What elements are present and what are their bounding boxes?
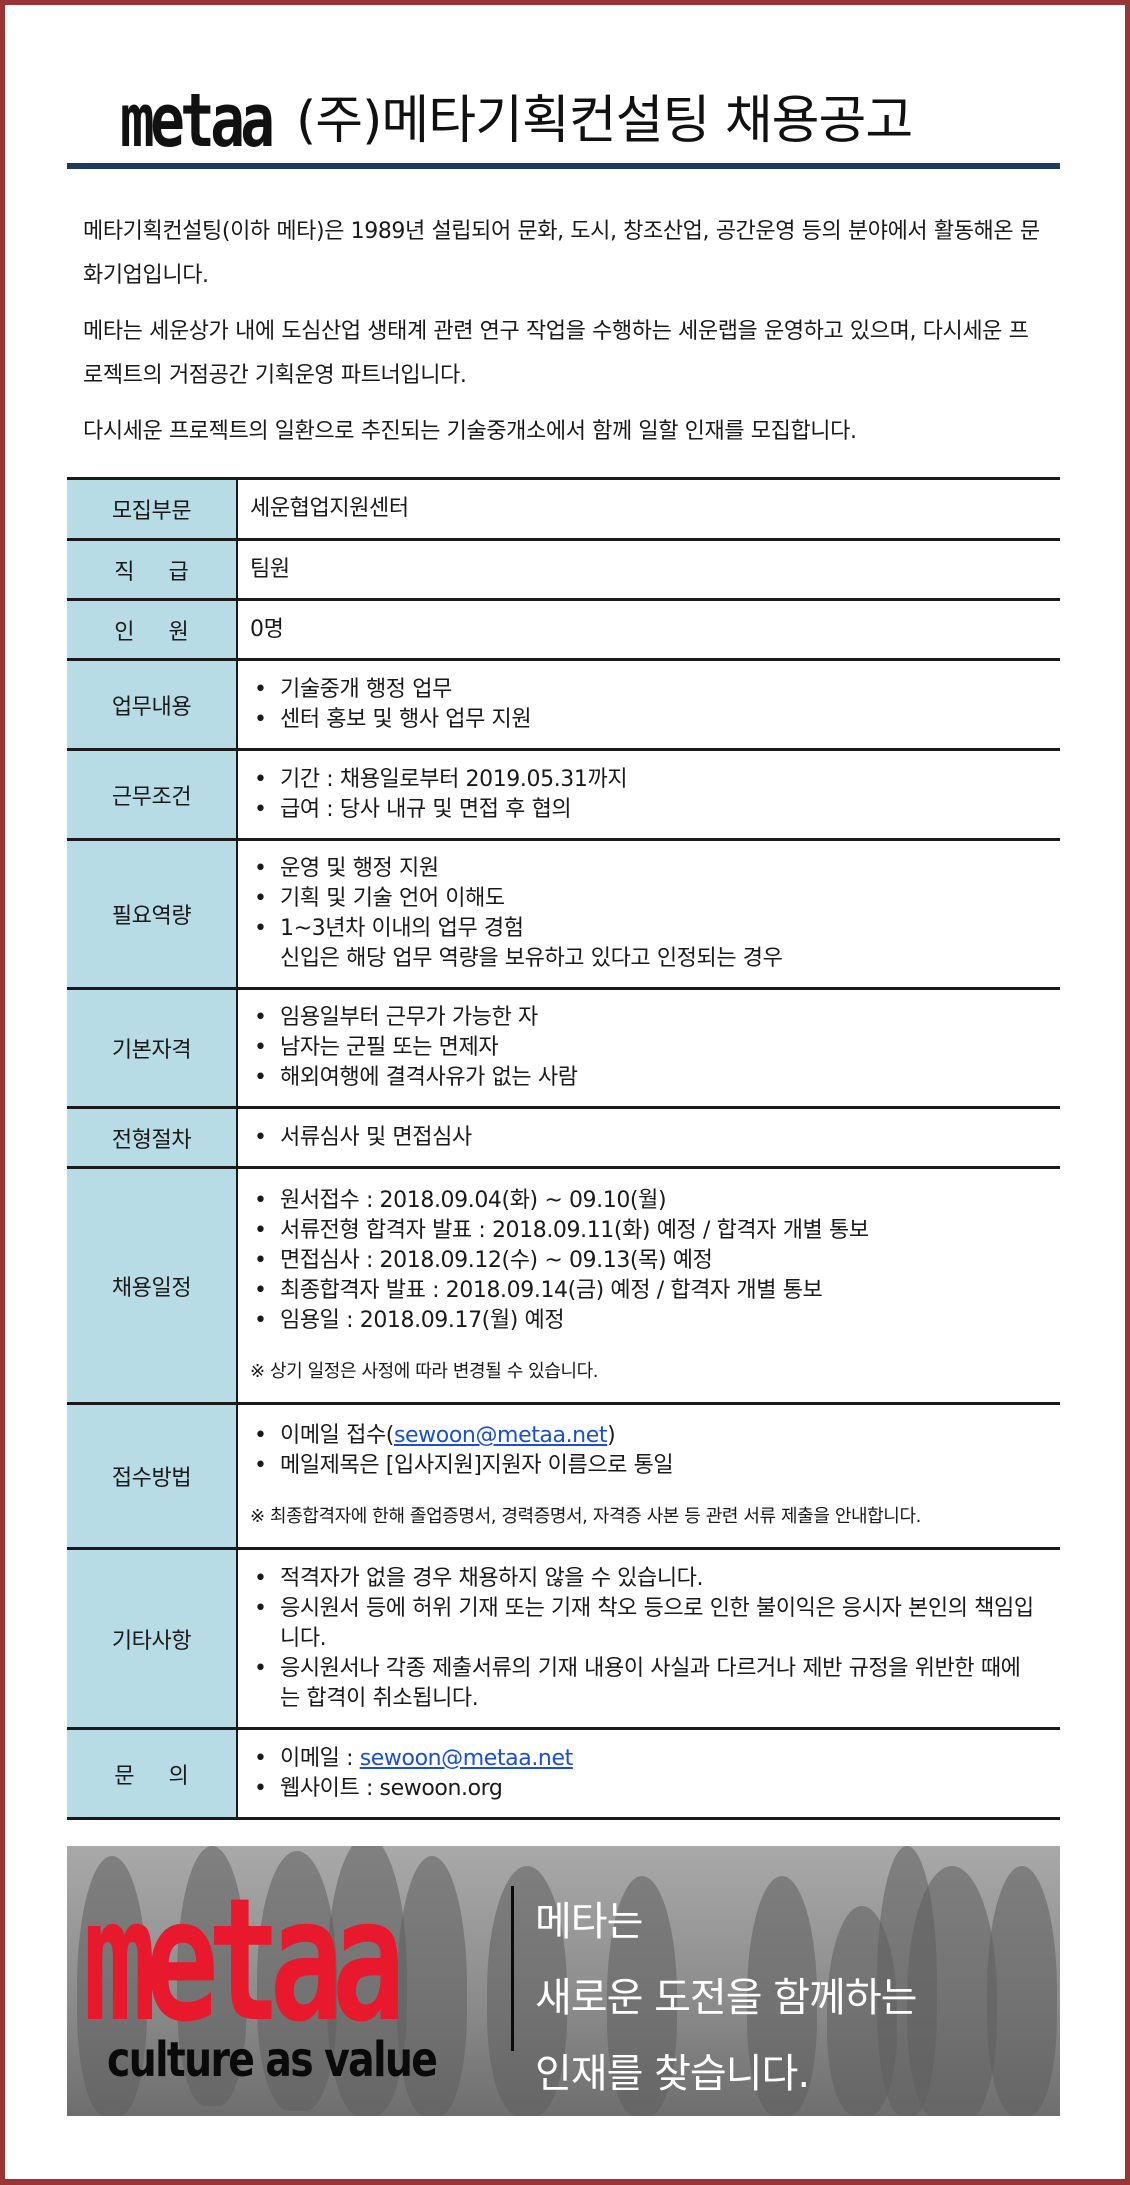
banner-divider: [511, 1886, 514, 2051]
bullet-list: 임용일부터 근무가 가능한 자 남자는 군필 또는 면제자 해외여행에 결격사유…: [250, 1003, 1060, 1093]
list-item: 서류전형 합격자 발표 : 2018.09.11(화) 예정 / 합격자 개별 …: [250, 1216, 1060, 1246]
bullet-list: 기술중개 행정 업무 센터 홍보 및 행사 업무 지원: [250, 675, 1060, 735]
table-row: 근무조건 기간 : 채용일로부터 2019.05.31까지 급여 : 당사 내규…: [67, 748, 1060, 841]
row-label: 업무내용: [67, 658, 238, 751]
row-label: 근무조건: [67, 748, 238, 841]
list-item: 해외여행에 결격사유가 없는 사람: [250, 1063, 1060, 1093]
bullet-list: 이메일 : sewoon@metaa.net 웹사이트 : sewoon.org: [250, 1744, 1060, 1804]
row-label: 채용일정: [67, 1166, 238, 1405]
table-row: 문의 이메일 : sewoon@metaa.net 웹사이트 : sewoon.…: [67, 1727, 1060, 1820]
row-label: 모집부문: [67, 477, 238, 541]
list-item: 이메일 : sewoon@metaa.net: [250, 1744, 1060, 1774]
intro-paragraph: 다시세운 프로젝트의 일환으로 추진되는 기술중개소에서 함께 일할 인재를 모…: [83, 419, 857, 444]
row-value: 세운협업지원센터: [237, 477, 1060, 541]
table-row: 기본자격 임용일부터 근무가 가능한 자 남자는 군필 또는 면제자 해외여행에…: [67, 987, 1060, 1109]
contact-email-link[interactable]: sewoon@metaa.net: [359, 1745, 574, 1771]
list-item: 면접심사 : 2018.09.12(수) ~ 09.13(목) 예정: [250, 1246, 1060, 1276]
row-label: 접수방법: [67, 1402, 238, 1550]
table-row: 접수방법 이메일 접수(sewoon@metaa.net) 메일제목은 [입사지…: [67, 1402, 1060, 1550]
team-photo: [67, 1846, 1060, 2116]
team-photo-banner: metaa culture as value 메타는 새로운 도전을 함께하는 …: [67, 1846, 1060, 2116]
list-continuation: 신입은 해당 업무 역량을 보유하고 있다고 인정되는 경우: [280, 946, 783, 971]
bullet-list: 이메일 접수(sewoon@metaa.net) 메일제목은 [입사지원]지원자…: [250, 1421, 1060, 1481]
row-label: 문의: [114, 1763, 223, 1789]
header: metaa (주)메타기획컨설팅 채용공고: [120, 78, 913, 164]
page-title: (주)메타기획컨설팅 채용공고: [296, 91, 913, 151]
bullet-list: 기간 : 채용일로부터 2019.05.31까지 급여 : 당사 내규 및 면접…: [250, 765, 1060, 825]
list-item: 급여 : 당사 내규 및 면접 후 협의: [250, 795, 1060, 825]
table-row: 필요역량 운영 및 행정 지원 기획 및 기술 언어 이해도 1~3년차 이내의…: [67, 838, 1060, 990]
list-item: 기술중개 행정 업무: [250, 675, 1060, 705]
list-item: 임용일부터 근무가 가능한 자: [250, 1003, 1060, 1033]
list-item: 운영 및 행정 지원: [250, 854, 1060, 884]
list-item: 1~3년차 이내의 업무 경험: [250, 914, 1060, 944]
row-label: 필요역량: [67, 838, 238, 990]
list-item: 적격자가 없을 경우 채용하지 않을 수 있습니다.: [250, 1564, 1040, 1594]
list-item: 원서접수 : 2018.09.04(화) ~ 09.10(월): [250, 1186, 1060, 1216]
list-item: 최종합격자 발표 : 2018.09.14(금) 예정 / 합격자 개별 통보: [250, 1276, 1060, 1306]
table-row: 전형절차 서류심사 및 면접심사: [67, 1106, 1060, 1169]
list-item: 메일제목은 [입사지원]지원자 이름으로 통일: [250, 1451, 1060, 1481]
list-item: 이메일 접수(sewoon@metaa.net): [250, 1421, 1060, 1451]
intro-paragraph: 메타는 세운상가 내에 도심산업 생태계 관련 연구 작업을 수행하는 세운랩을…: [83, 319, 1029, 388]
row-label: 전형절차: [67, 1106, 238, 1169]
intro-section: 메타기획컨설팅(이하 메타)은 1989년 설립되어 문화, 도시, 창조산업,…: [83, 210, 1043, 466]
list-item: 기획 및 기술 언어 이해도: [250, 884, 1060, 914]
banner-message: 메타는 새로운 도전을 함께하는 인재를 찾습니다.: [535, 1884, 917, 2112]
intro-paragraph: 메타기획컨설팅(이하 메타)은 1989년 설립되어 문화, 도시, 창조산업,…: [83, 219, 1040, 288]
list-item: 웹사이트 : sewoon.org: [250, 1774, 1060, 1804]
table-row: 인원 0명: [67, 598, 1060, 661]
job-posting-table: 모집부문 세운협업지원센터 직급 팀원 인원 0명 업무내용 기술중개 행정 업…: [67, 477, 1060, 1820]
row-value: 팀원: [237, 538, 1060, 601]
bullet-list: 원서접수 : 2018.09.04(화) ~ 09.10(월) 서류전형 합격자…: [250, 1186, 1060, 1336]
banner-metaa-logo: metaa: [83, 1862, 405, 2060]
schedule-note: ※ 상기 일정은 사정에 따라 변경될 수 있습니다.: [250, 1360, 599, 1382]
title-divider: [67, 163, 1060, 169]
table-row: 채용일정 원서접수 : 2018.09.04(화) ~ 09.10(월) 서류전…: [67, 1166, 1060, 1405]
list-item: 기간 : 채용일로부터 2019.05.31까지: [250, 765, 1060, 795]
application-note: ※ 최종합격자에 한해 졸업증명서, 경력증명서, 자격증 사본 등 관련 서류…: [250, 1506, 921, 1527]
metaa-logo: metaa: [120, 78, 275, 164]
table-row: 직급 팀원: [67, 538, 1060, 601]
table-row: 모집부문 세운협업지원센터: [67, 477, 1060, 541]
row-label: 인원: [114, 619, 223, 645]
banner-tagline: culture as value: [107, 2032, 438, 2088]
row-label: 기본자격: [67, 987, 238, 1109]
list-item: 응시원서 등에 허위 기재 또는 기재 착오 등으로 인한 불이익은 응시자 본…: [250, 1594, 1040, 1654]
row-label: 기타사항: [67, 1547, 238, 1730]
row-value: 0명: [237, 598, 1060, 661]
bullet-list: 운영 및 행정 지원 기획 및 기술 언어 이해도 1~3년차 이내의 업무 경…: [250, 854, 1060, 944]
banner-line: 인재를 찾습니다.: [535, 2051, 810, 2097]
table-row: 업무내용 기술중개 행정 업무 센터 홍보 및 행사 업무 지원: [67, 658, 1060, 751]
table-row: 기타사항 적격자가 없을 경우 채용하지 않을 수 있습니다. 응시원서 등에 …: [67, 1547, 1060, 1730]
list-item: 남자는 군필 또는 면제자: [250, 1033, 1060, 1063]
email-link[interactable]: sewoon@metaa.net: [393, 1423, 608, 1448]
row-label: 직급: [114, 559, 223, 585]
bullet-list: 서류심사 및 면접심사: [250, 1123, 1060, 1153]
bullet-list: 적격자가 없을 경우 채용하지 않을 수 있습니다. 응시원서 등에 허위 기재…: [250, 1564, 1040, 1714]
list-item: 임용일 : 2018.09.17(월) 예정: [250, 1306, 1060, 1336]
list-item: 응시원서나 각종 제출서류의 기재 내용이 사실과 다르거나 제반 규정을 위반…: [250, 1654, 1040, 1714]
banner-line: 메타는: [535, 1899, 643, 1945]
banner-line: 새로운 도전을 함께하는: [535, 1975, 917, 2021]
list-item: 서류심사 및 면접심사: [250, 1123, 1060, 1153]
list-item: 센터 홍보 및 행사 업무 지원: [250, 705, 1060, 735]
